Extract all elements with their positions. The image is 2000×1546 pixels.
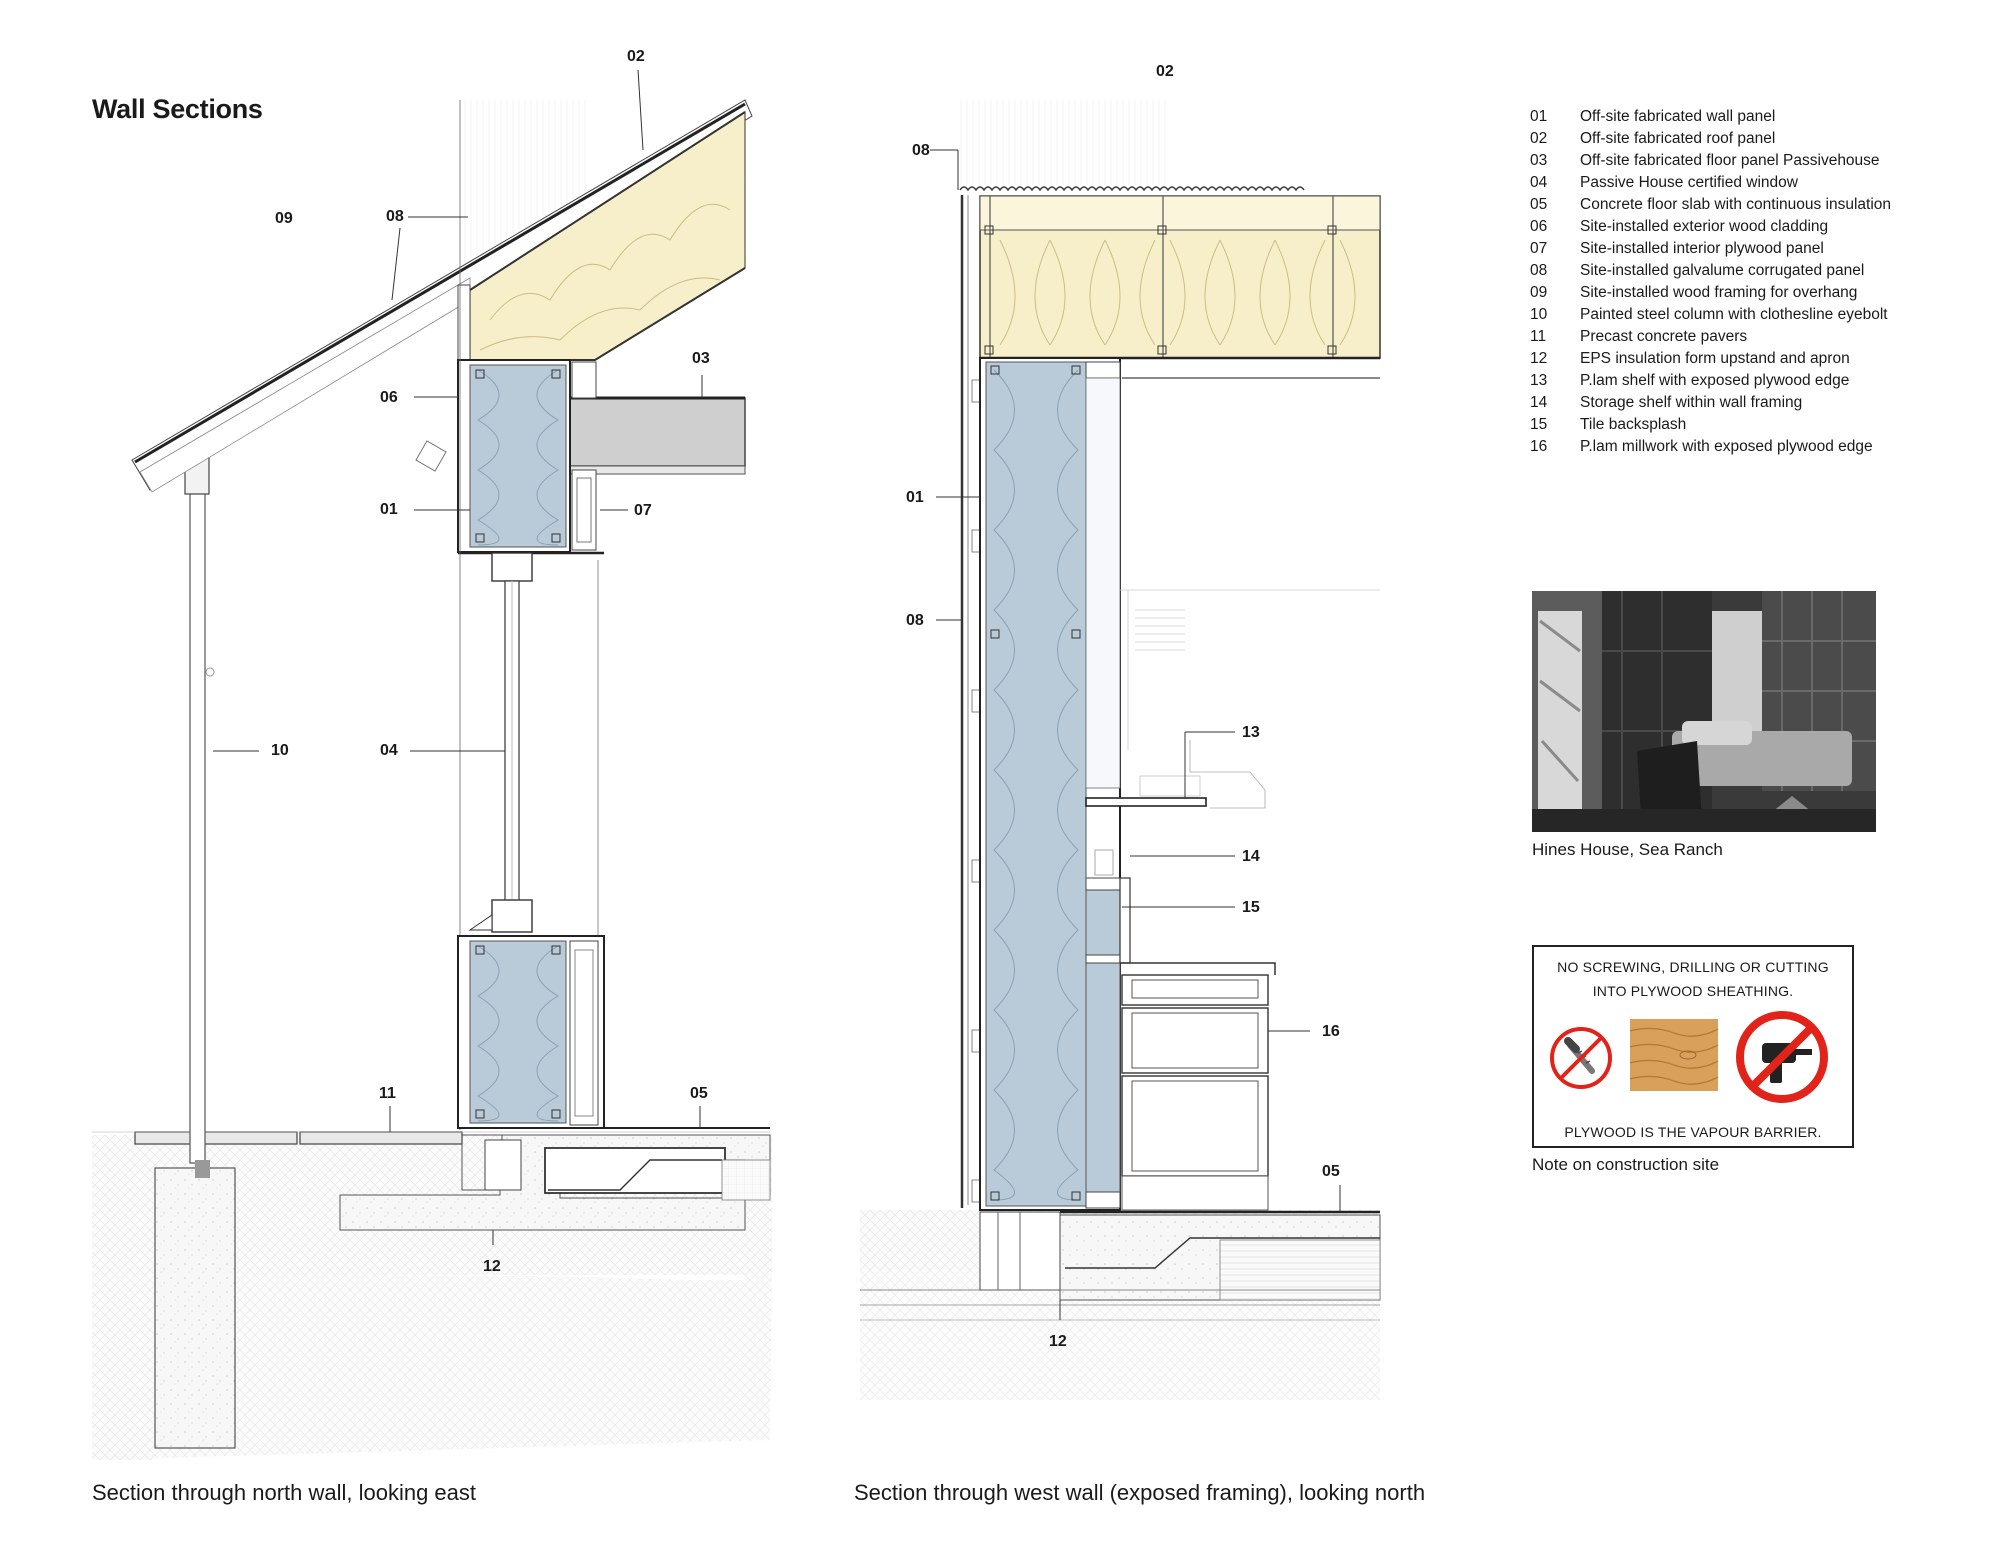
legend-item: 13 P.lam shelf with exposed plywood edge (1530, 370, 1891, 392)
west-section-caption: Section through west wall (exposed frami… (854, 1480, 1426, 1505)
legend-item: 01 Off-site fabricated wall panel (1530, 106, 1891, 128)
callout-02-west: 02 (1156, 63, 1174, 80)
legend-number: 03 (1530, 152, 1548, 169)
callout-08-north: 08 (386, 208, 404, 225)
legend-item: 06 Site-installed exterior wood cladding (1530, 216, 1891, 238)
legend-text: Tile backsplash (1580, 416, 1687, 433)
north-wall-section-drawing (92, 69, 772, 1460)
callout-09-north: 09 (275, 210, 293, 227)
callout-16-west: 16 (1322, 1023, 1340, 1040)
legend-text: Site-installed wood framing for overhang (1580, 284, 1858, 301)
callout-12-north: 12 (483, 1258, 501, 1275)
legend-text: P.lam shelf with exposed plywood edge (1580, 372, 1850, 389)
legend-number: 06 (1530, 218, 1548, 235)
callout-08-west: 08 (906, 612, 924, 629)
legend-item: 04 Passive House certified window (1530, 172, 1891, 194)
legend-item: 08 Site-installed galvalume corrugated pa… (1530, 260, 1891, 282)
legend-number: 02 (1530, 130, 1548, 147)
callout-01-north: 01 (380, 501, 398, 518)
legend-item: 05 Concrete floor slab with continuous in… (1530, 194, 1891, 216)
callout-02-north: 02 (627, 48, 645, 65)
legend-item: 09 Site-installed wood framing for overha… (1530, 282, 1891, 304)
legend-text: Off-site fabricated floor panel Passiveh… (1580, 152, 1880, 169)
legend-text: Site-installed exterior wood cladding (1580, 218, 1829, 235)
legend-item: 16 P.lam millwork with exposed plywood ed… (1530, 436, 1891, 458)
legend-item: 12 EPS insulation form upstand and apron (1530, 348, 1891, 370)
no-screw-icon (1550, 1027, 1612, 1089)
hines-house-photo (1532, 591, 1876, 832)
legend-number: 14 (1530, 394, 1548, 411)
legend-text: Precast concrete pavers (1580, 328, 1748, 345)
sign-bottom-text: PLYWOOD IS THE VAPOUR BARRIER. (1564, 1124, 1822, 1140)
legend-number: 07 (1530, 240, 1548, 257)
legend-number: 08 (1530, 262, 1548, 279)
sign-caption: Note on construction site (1532, 1155, 1720, 1174)
callout-14-west: 14 (1242, 848, 1260, 865)
legend-text: Off-site fabricated wall panel (1580, 108, 1776, 125)
legend-text: Concrete floor slab with continuous insu… (1580, 196, 1892, 213)
legend-text: Passive House certified window (1580, 174, 1798, 191)
legend-number: 09 (1530, 284, 1548, 301)
legend-item: 14 Storage shelf within wall framing (1530, 392, 1891, 414)
callout-13-west: 13 (1242, 724, 1260, 741)
callout-06-north: 06 (380, 389, 398, 406)
legend-number: 15 (1530, 416, 1548, 433)
north-section-caption: Section through north wall, looking east (92, 1480, 477, 1505)
callout-12-west: 12 (1049, 1333, 1067, 1350)
legend-number: 13 (1530, 372, 1548, 389)
west-wall-section-drawing (860, 100, 1381, 1400)
callout-03-north: 03 (692, 350, 710, 367)
legend-text: Site-installed galvalume corrugated pane… (1580, 262, 1865, 279)
legend-item: 03 Off-site fabricated floor panel Passiv… (1530, 150, 1891, 172)
legend-text: Storage shelf within wall framing (1580, 394, 1803, 411)
legend-text: Off-site fabricated roof panel (1580, 130, 1776, 147)
legend-text: Site-installed interior plywood panel (1580, 240, 1824, 257)
legend-text: Painted steel column with clothesline ey… (1580, 306, 1888, 323)
construction-note-sign: NO SCREWING, DRILLING OR CUTTING INTO PL… (1532, 945, 1854, 1148)
callout-11-north: 11 (379, 1085, 396, 1102)
photo-caption: Hines House, Sea Ranch (1532, 840, 1723, 859)
callout-08-west-top: 08 (912, 142, 930, 159)
callout-05-west: 05 (1322, 1163, 1340, 1180)
legend-number: 04 (1530, 174, 1548, 191)
sign-top-line2: INTO PLYWOOD SHEATHING. (1592, 983, 1794, 999)
legend-number: 01 (1530, 108, 1548, 125)
legend-number: 11 (1530, 328, 1547, 345)
page-title: Wall Sections (92, 94, 263, 124)
legend-item: 15 Tile backsplash (1530, 414, 1891, 436)
legend-text: EPS insulation form upstand and apron (1580, 350, 1850, 367)
legend-number: 10 (1530, 306, 1548, 323)
legend-item: 02 Off-site fabricated roof panel (1530, 128, 1891, 150)
callout-04-north: 04 (380, 742, 398, 759)
callout-10-north: 10 (271, 742, 289, 759)
legend-item: 07 Site-installed interior plywood panel (1530, 238, 1891, 260)
callout-15-west: 15 (1242, 899, 1260, 916)
legend-item: 10 Painted steel column with clothesline … (1530, 304, 1891, 326)
sign-top-text: NO SCREWING, DRILLING OR CUTTING INTO PL… (1534, 955, 1852, 1003)
callout-07-north: 07 (634, 502, 652, 519)
sign-top-line1: NO SCREWING, DRILLING OR CUTTING (1557, 959, 1829, 975)
plywood-sample-icon (1630, 1019, 1718, 1091)
legend-number: 12 (1530, 350, 1548, 367)
no-drill-icon (1736, 1011, 1828, 1103)
legend-item: 11 Precast concrete pavers (1530, 326, 1891, 348)
legend-text: P.lam millwork with exposed plywood edge (1580, 438, 1873, 455)
callout-01-west: 01 (906, 489, 924, 506)
legend-number: 05 (1530, 196, 1548, 213)
legend-number: 16 (1530, 438, 1548, 455)
callout-05-north: 05 (690, 1085, 708, 1102)
